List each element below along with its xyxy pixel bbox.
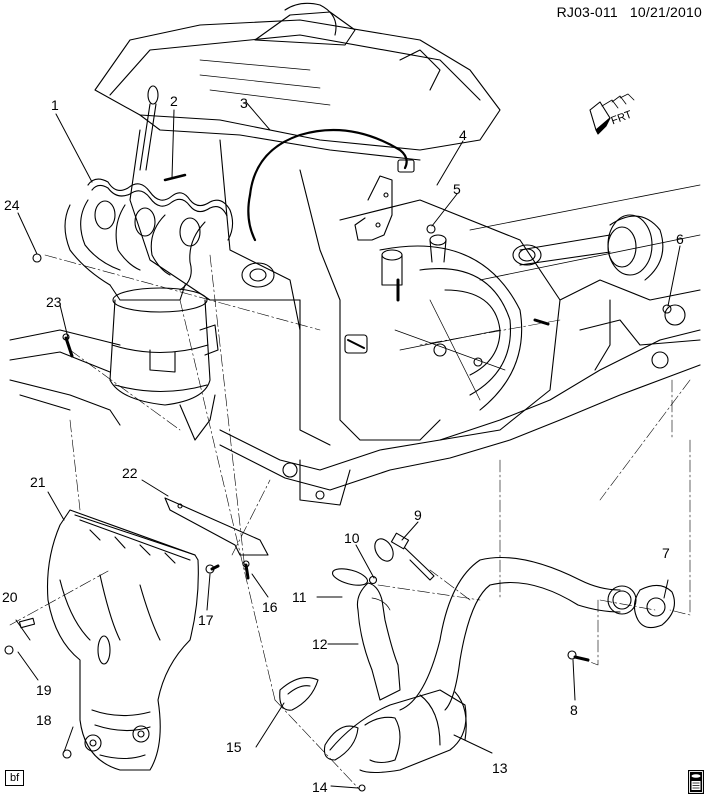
callout-17: 17 [198, 612, 214, 628]
callout-21: 21 [30, 474, 46, 490]
oil-spec-icon [688, 770, 704, 794]
callout-12: 12 [312, 636, 328, 652]
front-direction-arrow-icon [589, 93, 635, 135]
callout-2: 2 [170, 93, 178, 109]
callout-13: 13 [492, 760, 508, 776]
exhaust-manifold [64, 178, 234, 441]
callout-4: 4 [459, 127, 467, 143]
front-pipe-converter [279, 556, 675, 774]
callout-24: 24 [4, 197, 20, 213]
engine-assembly [94, 2, 561, 446]
callout-23: 23 [46, 294, 62, 310]
callout-18: 18 [36, 712, 52, 728]
callout-11: 11 [292, 589, 307, 605]
heat-shield [47, 509, 199, 771]
diagram-code: RJ03-011 [556, 4, 618, 20]
diagram-header: RJ03-011 10/21/2010 [549, 4, 702, 20]
oxygen-sensor [374, 532, 435, 581]
clamp [331, 568, 369, 586]
pipe-section [356, 582, 401, 701]
callout-15: 15 [226, 739, 242, 755]
callout-3: 3 [240, 95, 248, 111]
callout-5: 5 [453, 181, 461, 197]
callout-22: 22 [122, 465, 138, 481]
fasteners [4, 253, 590, 792]
callout-8: 8 [570, 702, 578, 718]
bracket [164, 497, 269, 556]
callout-9: 9 [414, 507, 422, 523]
callout-6: 6 [676, 231, 684, 247]
diagram-date: 10/21/2010 [629, 4, 702, 20]
callout-7: 7 [662, 545, 670, 561]
alignment-lines [9, 254, 691, 791]
callout-10: 10 [344, 530, 360, 546]
subframe [9, 279, 701, 506]
callout-14: 14 [312, 779, 328, 795]
bf-badge: bf [5, 770, 25, 786]
rear-exhaust-pipe [469, 184, 701, 314]
callout-1: 1 [51, 97, 59, 113]
leader-lines [15, 101, 681, 789]
callout-16: 16 [262, 599, 278, 615]
callout-20: 20 [2, 589, 18, 605]
callout-19: 19 [36, 682, 52, 698]
